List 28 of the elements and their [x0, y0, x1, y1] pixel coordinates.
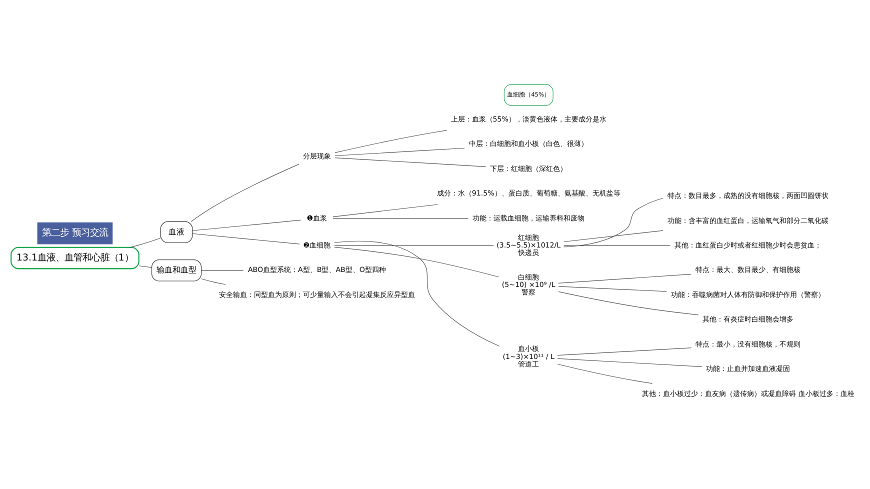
connector [192, 220, 302, 231]
connector [192, 233, 300, 244]
connector [332, 218, 468, 219]
connector [557, 347, 692, 356]
connector [557, 358, 702, 368]
connector [201, 270, 244, 271]
connector [334, 245, 494, 246]
connector [130, 238, 161, 248]
connector [557, 364, 652, 384]
connector [332, 204, 438, 218]
connector [558, 286, 667, 292]
connector [138, 266, 152, 268]
node-box: 输血和血型 [152, 260, 202, 282]
connector [564, 245, 670, 246]
connector [334, 246, 500, 278]
connector [334, 240, 500, 347]
connector [334, 158, 486, 167]
label: 第二步 预习交流 [42, 228, 108, 239]
connector [190, 164, 300, 222]
connector [334, 148, 465, 156]
connector [334, 130, 448, 153]
connector [558, 291, 699, 316]
node-box: 血液 [160, 221, 193, 244]
connector [564, 230, 664, 242]
node-box: 13.1血液、血管和心脏（1） [10, 246, 140, 270]
connector [563, 198, 664, 248]
connector [558, 274, 692, 284]
connector [201, 278, 226, 285]
